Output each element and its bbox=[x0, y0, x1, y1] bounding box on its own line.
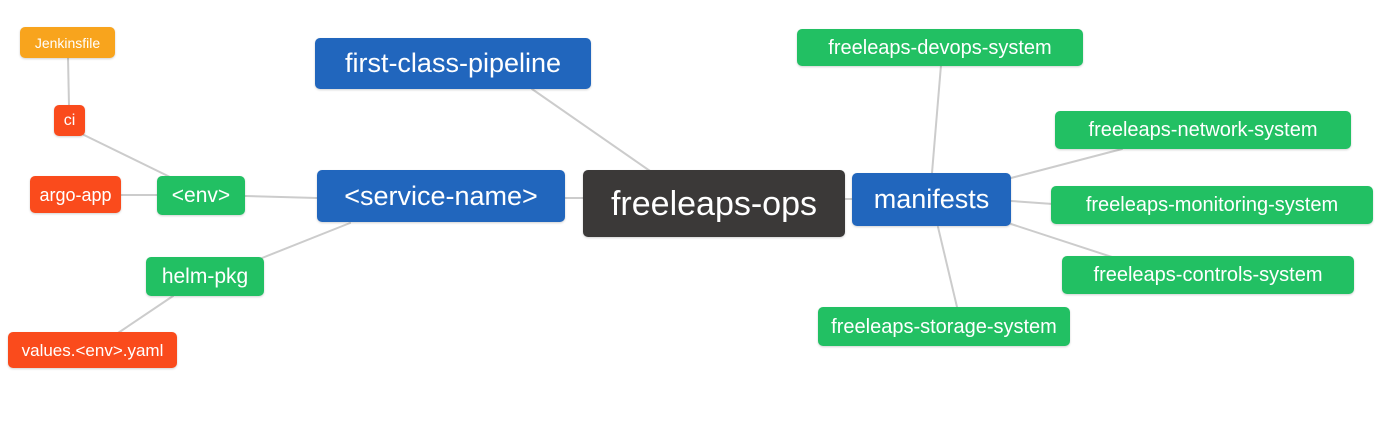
node-first-class-pipeline[interactable]: first-class-pipeline bbox=[315, 38, 591, 89]
edge-manifests-controls bbox=[1010, 223, 1116, 259]
edge-manifests-network bbox=[1010, 148, 1123, 179]
node-env[interactable]: <env> bbox=[157, 176, 245, 215]
node-freeleaps-storage-system[interactable]: freeleaps-storage-system bbox=[818, 307, 1070, 346]
node-manifests[interactable]: manifests bbox=[852, 173, 1011, 226]
node-freeleaps-controls-system[interactable]: freeleaps-controls-system bbox=[1062, 256, 1354, 294]
node-argo-app[interactable]: argo-app bbox=[30, 176, 121, 213]
edge-manifests-storage bbox=[937, 226, 958, 308]
edge-manifests-monitoring bbox=[1010, 200, 1054, 205]
node-helm-pkg[interactable]: helm-pkg bbox=[146, 257, 264, 296]
edge-jenkinsfile-ci bbox=[67, 56, 70, 107]
node-freeleaps-ops-root[interactable]: freeleaps-ops bbox=[583, 170, 845, 237]
node-freeleaps-monitoring-system[interactable]: freeleaps-monitoring-system bbox=[1051, 186, 1373, 224]
node-jenkinsfile[interactable]: Jenkinsfile bbox=[20, 27, 115, 58]
edge-env-service-name bbox=[244, 195, 318, 199]
edge-ci-env bbox=[83, 134, 173, 179]
node-freeleaps-network-system[interactable]: freeleaps-network-system bbox=[1055, 111, 1351, 149]
edge-devops-manifests bbox=[931, 64, 942, 174]
node-freeleaps-devops-system[interactable]: freeleaps-devops-system bbox=[797, 29, 1083, 66]
edge-helm-pkg-service-name bbox=[261, 222, 351, 259]
node-service-name[interactable]: <service-name> bbox=[317, 170, 565, 222]
edge-fcp-freeleaps-ops bbox=[531, 88, 651, 172]
edge-values-helm-pkg bbox=[117, 295, 174, 334]
node-ci[interactable]: ci bbox=[54, 105, 85, 136]
node-values-env-yaml[interactable]: values.<env>.yaml bbox=[8, 332, 177, 368]
